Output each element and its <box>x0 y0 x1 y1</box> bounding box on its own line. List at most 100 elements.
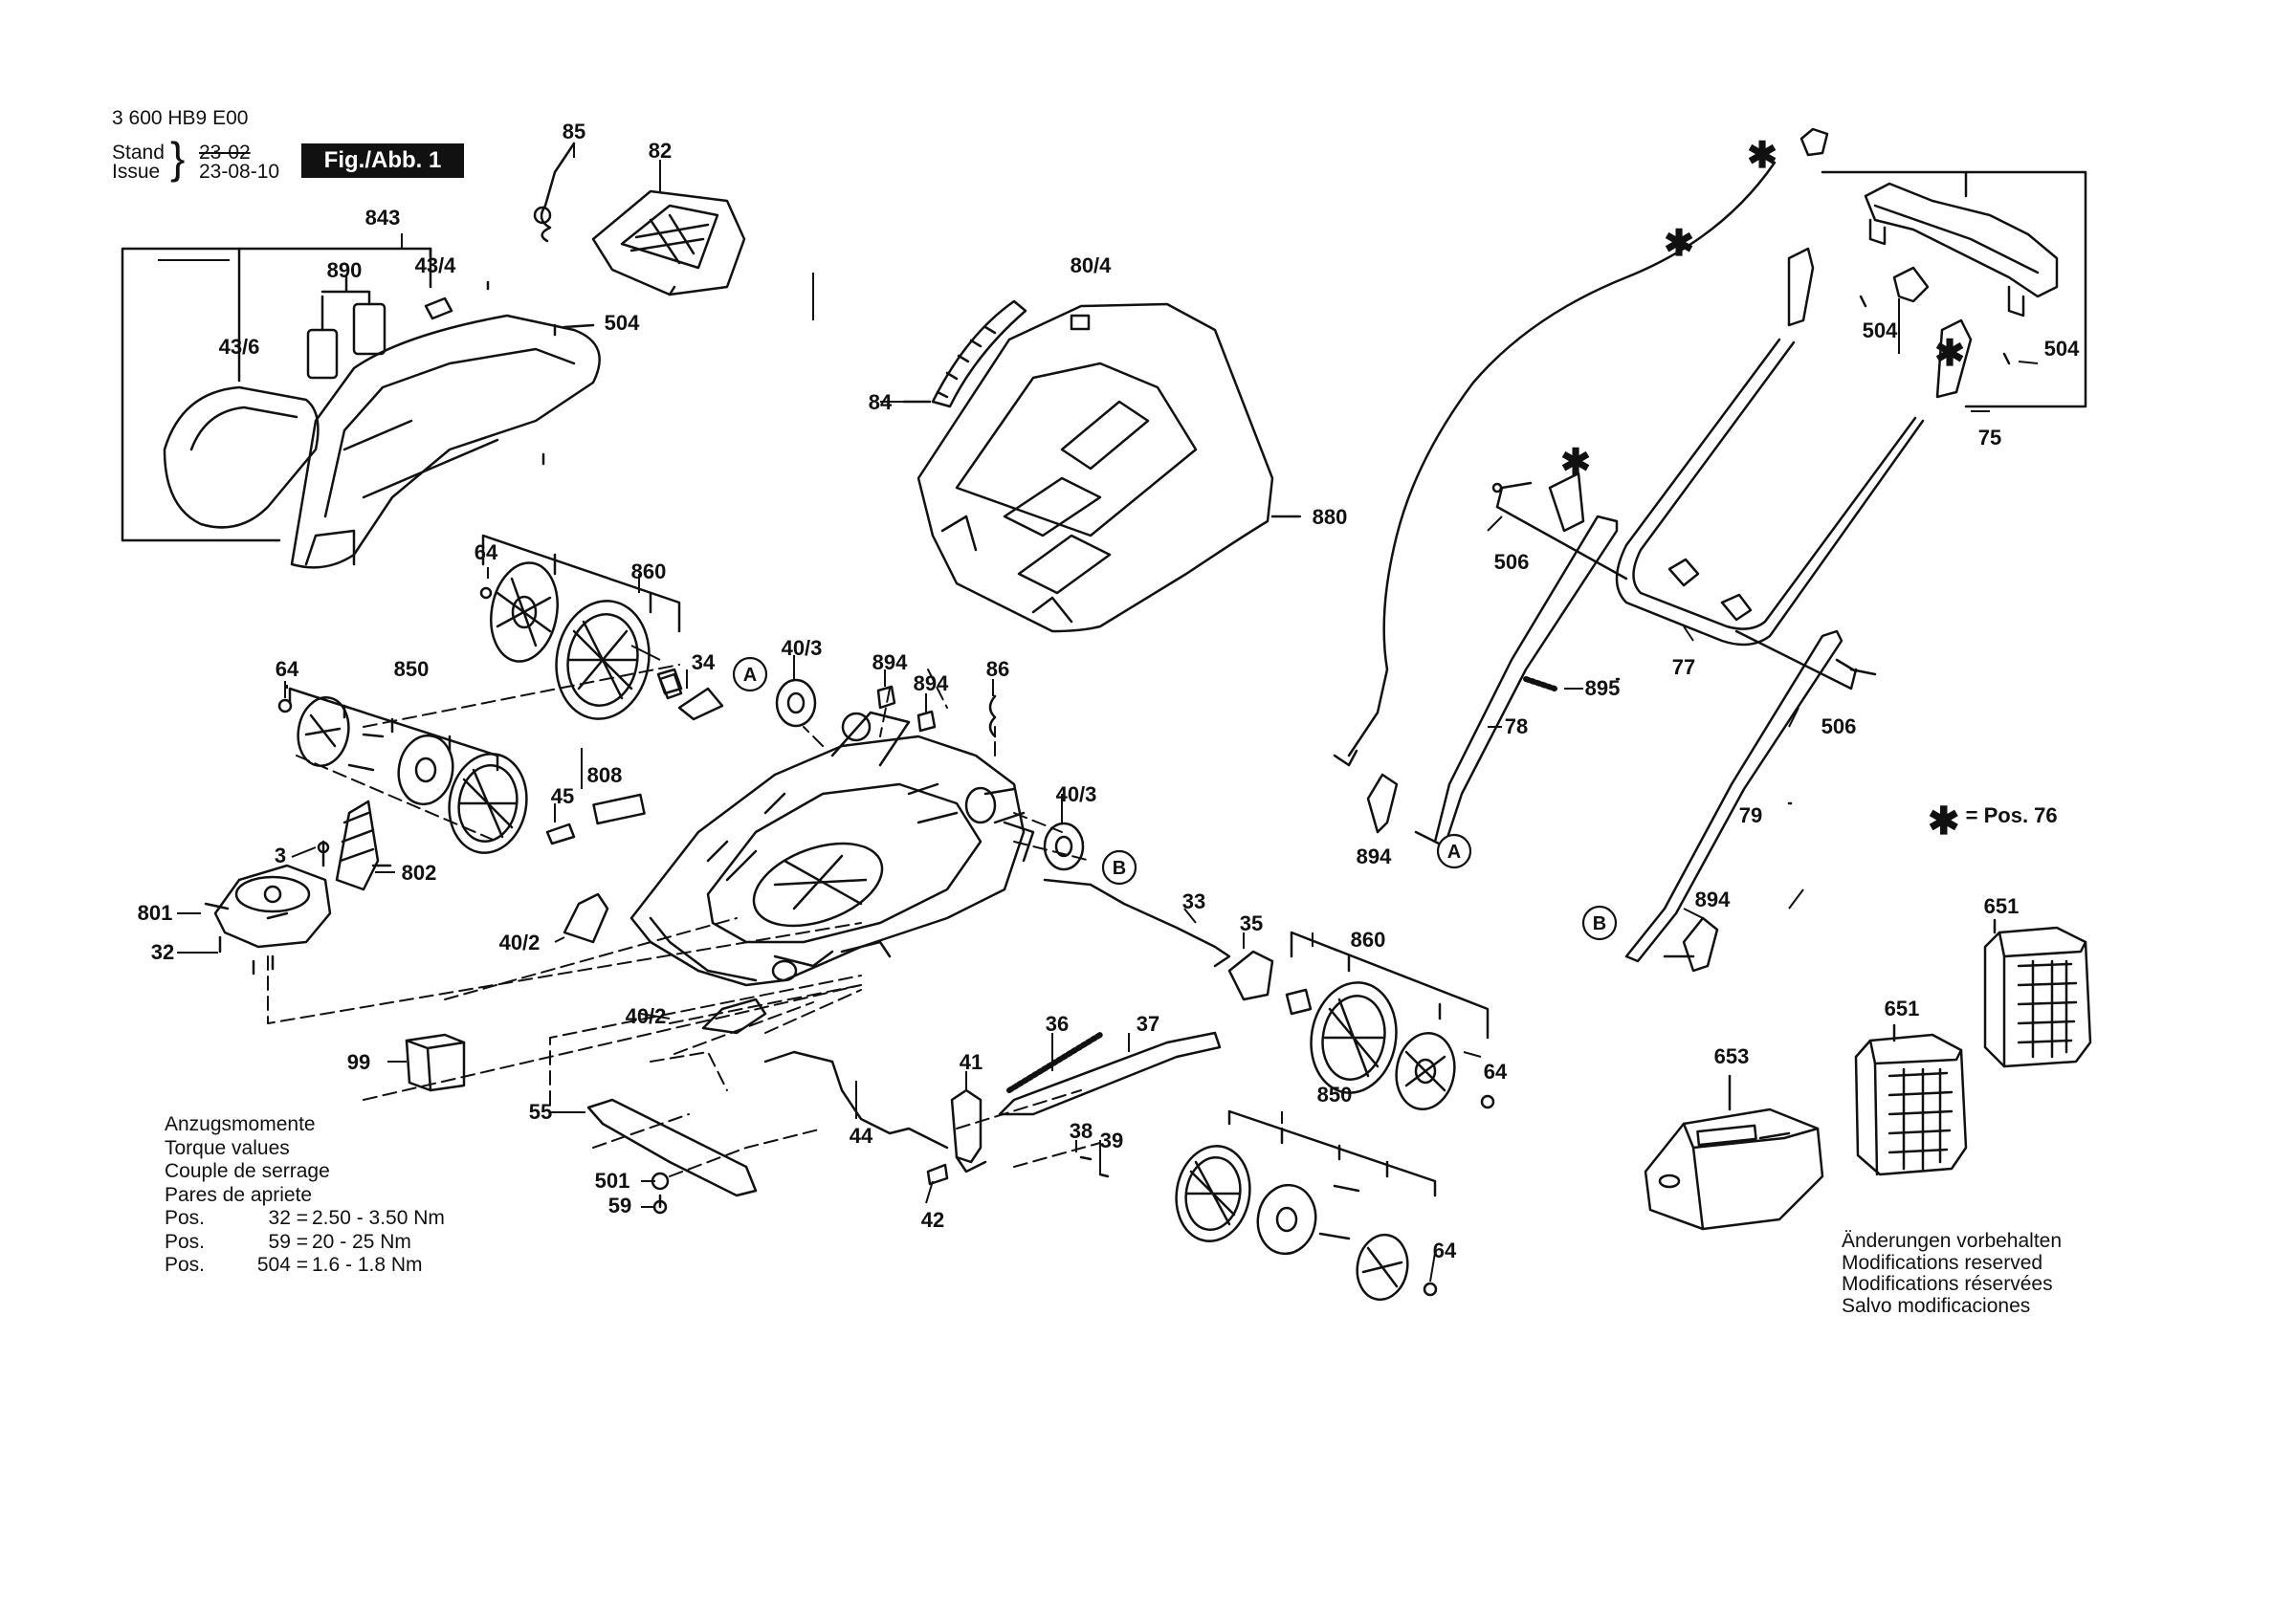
clip-40-2-a <box>563 892 609 944</box>
torque-pos: Pos. <box>165 1254 206 1276</box>
bracket-35 <box>1227 950 1274 1001</box>
callout-894-a: 894 <box>872 650 908 674</box>
front-wheel-right-group <box>1175 1109 1438 1302</box>
callout-504-b: 504 <box>1863 318 1898 342</box>
callout-40-2-b: 40/2 <box>626 1004 667 1028</box>
callout-78: 78 <box>1505 714 1528 738</box>
torque-title-fr: Couple de serrage <box>165 1160 330 1182</box>
callout-64-a: 64 <box>475 540 498 564</box>
mower-deck <box>629 711 1035 987</box>
star-legend-text: = Pos. 76 <box>1965 803 2058 827</box>
clip-star <box>1892 266 1930 303</box>
callout-808: 808 <box>587 763 623 787</box>
torque-title-de: Anzugsmomente <box>165 1113 316 1135</box>
battery-cover-82 <box>591 189 746 296</box>
battery-651-lower <box>1854 1023 1968 1176</box>
callout-80-4: 80/4 <box>1071 253 1113 277</box>
callout-64-b: 64 <box>276 657 299 681</box>
callout-43-4: 43/4 <box>415 253 457 277</box>
cover-802 <box>335 800 380 891</box>
label-808 <box>592 793 646 825</box>
wheel-adapter-34 <box>656 668 724 721</box>
callout-77: 77 <box>1672 655 1695 679</box>
torque-row: Pos. 504 = 1.6 - 1.8 Nm <box>165 1254 445 1278</box>
torque-value: 20 - 25 Nm <box>312 1230 411 1253</box>
torque-pos: Pos. <box>165 1230 206 1253</box>
front-wheel-left-group <box>277 687 528 854</box>
spring-36 <box>1006 1032 1103 1093</box>
callout-36: 36 <box>1046 1012 1069 1036</box>
marker-a-1: A <box>743 665 757 686</box>
star-cable-end: ✱ <box>1747 136 1777 176</box>
callout-3: 3 <box>275 844 286 867</box>
callout-43-6: 43/6 <box>219 335 260 359</box>
callout-850-b: 850 <box>1317 1083 1353 1107</box>
axle-33 <box>1043 878 1231 968</box>
callout-85: 85 <box>563 120 585 143</box>
bolt-45 <box>545 822 576 845</box>
marker-a-1-ring <box>732 656 768 692</box>
modifications-de: Änderungen vorbehalten <box>1842 1230 2063 1252</box>
tube-left-upper <box>1787 247 1815 327</box>
callout-504-c: 504 <box>2044 337 2080 361</box>
callout-860-a: 860 <box>631 559 667 583</box>
callout-55: 55 <box>529 1100 552 1124</box>
spacer-895 <box>1523 676 1557 691</box>
callout-894-c: 894 <box>1357 844 1392 868</box>
marker-a-2: A <box>1447 842 1461 863</box>
box-99 <box>405 1033 466 1092</box>
star-clamp: ✱ <box>1560 443 1591 483</box>
callout-801: 801 <box>138 901 173 925</box>
side-cover-43-6 <box>163 385 320 529</box>
rail-37 <box>998 1031 1222 1116</box>
torque-values: Anzugsmomente Torque values Couple de se… <box>165 1113 445 1278</box>
callout-33: 33 <box>1182 889 1205 913</box>
cable <box>1347 161 1777 757</box>
callout-42: 42 <box>921 1208 944 1232</box>
callout-880: 880 <box>1313 505 1348 529</box>
marker-b-1: B <box>1113 858 1126 879</box>
cable-clip-894-a <box>1366 773 1399 834</box>
marker-b-2: B <box>1593 913 1606 934</box>
torque-title-en: Torque values <box>165 1136 290 1159</box>
torque-part: 504 = <box>256 1254 308 1276</box>
torque-pos: Pos. <box>165 1207 206 1229</box>
marker-a-2-ring <box>1436 833 1472 869</box>
callout-64-c: 64 <box>1484 1060 1508 1084</box>
spring-85 <box>533 142 576 243</box>
callout-41: 41 <box>960 1050 982 1074</box>
torque-value: 1.6 - 1.8 Nm <box>312 1254 423 1276</box>
housing-cover-assembly <box>121 247 601 569</box>
callout-501: 501 <box>595 1169 630 1193</box>
issue-date: 23-08-10 <box>199 161 280 183</box>
callout-506-a: 506 <box>1494 550 1530 574</box>
modifications-es: Salvo modificaciones <box>1842 1294 2031 1317</box>
callout-37: 37 <box>1137 1012 1159 1036</box>
callout-894-d: 894 <box>1695 888 1731 911</box>
callout-40-3-b: 40/3 <box>1056 782 1097 806</box>
callout-79: 79 <box>1739 803 1762 827</box>
callout-35: 35 <box>1240 911 1263 935</box>
switch-right <box>352 302 386 356</box>
callout-40-2-a: 40/2 <box>499 931 541 954</box>
knob-right <box>1720 593 1753 622</box>
callout-45: 45 <box>551 784 574 808</box>
pin-42 <box>926 1163 949 1186</box>
bush-894-a <box>876 685 937 733</box>
callout-32: 32 <box>151 940 174 964</box>
tube-79 <box>1624 629 1843 963</box>
callout-860-b: 860 <box>1351 928 1386 952</box>
issue-label: Issue <box>112 161 161 183</box>
torque-row: Pos. 59 = 20 - 25 Nm <box>165 1231 445 1255</box>
figure-label: Fig./Abb. 1 <box>301 143 464 178</box>
stand-date: 23-02 <box>199 142 251 164</box>
rod-44 <box>763 1050 949 1150</box>
torque-part: 32 = <box>268 1207 308 1229</box>
motor-housing <box>290 314 601 569</box>
callout-64-d: 64 <box>1433 1239 1457 1262</box>
callout-75: 75 <box>1978 426 2001 450</box>
handle-bar-77 <box>1615 338 1925 647</box>
rear-wheel-lower <box>1285 931 1495 1110</box>
callout-40-3-a: 40/3 <box>782 636 823 660</box>
